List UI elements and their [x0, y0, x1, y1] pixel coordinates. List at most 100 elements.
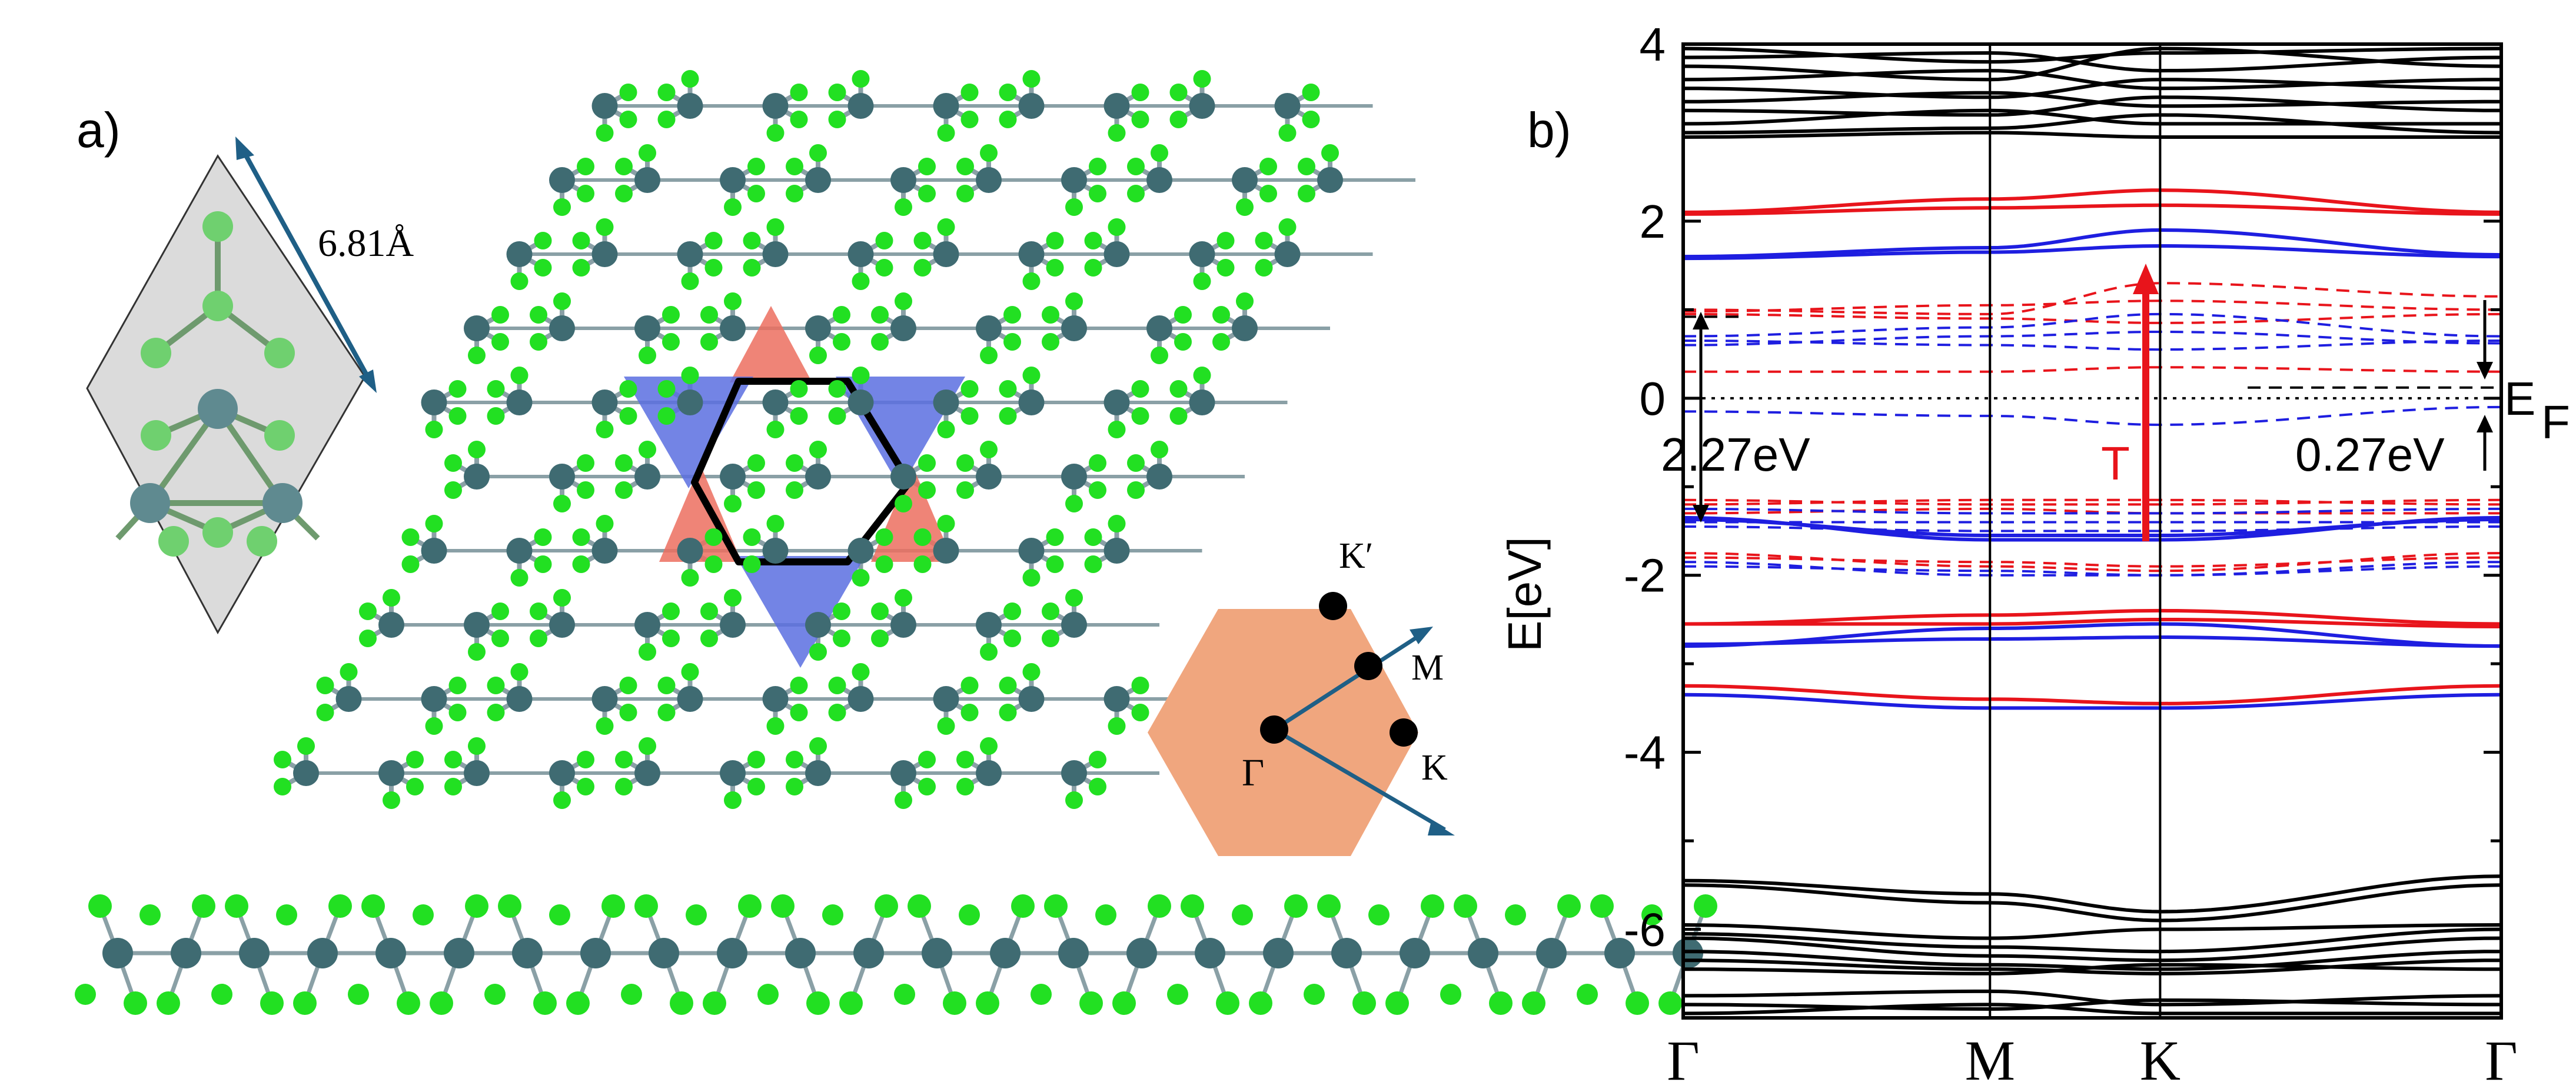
halide-atom: [596, 515, 614, 532]
gamma-point: [1260, 715, 1288, 744]
y-tick-label: -6: [1624, 904, 1666, 956]
band-line: [1683, 927, 2501, 954]
halide-atom: [1108, 218, 1126, 236]
halide-atom: [1193, 272, 1211, 290]
halide-atom: [274, 751, 291, 768]
halide-atom: [786, 751, 803, 768]
halide-atom: [1193, 70, 1211, 88]
halide-atom: [956, 454, 974, 472]
band-line: [1683, 405, 2501, 427]
chain-halide-atom: [806, 991, 830, 1015]
metal-atom: [1146, 167, 1172, 193]
chain-halide-atom: [894, 984, 915, 1005]
halide-atom: [960, 677, 979, 694]
cell-halide-atom: [202, 211, 233, 242]
halide-atom: [999, 84, 1017, 101]
metal-atom: [421, 538, 447, 564]
halide-atom: [1174, 333, 1192, 351]
metal-atom: [591, 93, 618, 119]
brillouin-zone: Γ M K K′: [1148, 536, 1455, 856]
halide-atom: [1236, 292, 1254, 310]
band-line: [1683, 228, 2501, 259]
halide-atom: [468, 441, 486, 458]
chain-halide-atom: [686, 904, 707, 925]
halide-atom: [448, 677, 467, 694]
metal-atom: [634, 464, 660, 490]
halide-atom: [1108, 124, 1126, 142]
lattice-arrow: [239, 146, 373, 384]
halide-atom: [999, 407, 1017, 425]
metal-atom: [720, 760, 746, 786]
halide-atom: [577, 751, 594, 768]
halide-atom: [468, 737, 486, 755]
halide-atom: [766, 515, 785, 532]
halide-atom: [790, 704, 808, 721]
halide-atom: [960, 380, 979, 398]
chain-metal-atom: [990, 938, 1021, 968]
metal-atom: [1146, 315, 1172, 341]
metal-atom: [805, 760, 831, 786]
halide-atom: [999, 677, 1017, 694]
halide-atom: [1131, 84, 1149, 101]
lattice-atoms: [274, 70, 1343, 809]
halide-atom: [852, 569, 870, 587]
halide-atom: [657, 407, 676, 425]
metal-atom: [720, 167, 746, 193]
halide-atom: [444, 751, 462, 768]
halide-atom: [786, 778, 803, 795]
metal-atom: [890, 760, 916, 786]
kagome-hexagon: [691, 378, 913, 565]
halide-atom: [1255, 232, 1273, 249]
y-tick-label: -4: [1624, 727, 1666, 779]
chain-metal-atom: [1536, 938, 1567, 968]
halide-atom: [553, 495, 571, 512]
halide-atom: [448, 704, 467, 721]
metal-atom: [976, 760, 1002, 786]
halide-atom: [828, 704, 846, 721]
chain-halide-atom: [1385, 991, 1409, 1015]
halide-atom: [999, 704, 1017, 721]
halide-atom: [510, 272, 529, 290]
halide-atom: [577, 481, 594, 499]
metal-atom: [335, 686, 362, 712]
halide-atom: [743, 259, 761, 277]
halide-atom: [1302, 111, 1320, 128]
side-view-structure: [75, 894, 1717, 1015]
halide-atom: [895, 198, 912, 216]
halide-atom: [743, 555, 761, 573]
halide-atom: [956, 778, 974, 795]
metal-atom: [1018, 93, 1045, 119]
chain-metal-atom: [1468, 938, 1498, 968]
halide-atom: [1259, 158, 1277, 175]
halide-atom: [913, 259, 932, 277]
metal-atom: [464, 315, 490, 341]
halide-atom: [786, 481, 803, 499]
chain-halide-atom: [1694, 894, 1717, 918]
halide-atom: [1022, 70, 1041, 88]
halide-atom: [491, 630, 509, 647]
halide-atom: [359, 602, 377, 620]
halide-atom: [1216, 259, 1235, 277]
metal-atom: [634, 315, 660, 341]
metal-atom: [890, 464, 916, 490]
band-line: [1683, 608, 2501, 626]
chain-halide-atom: [192, 894, 215, 918]
halide-atom: [534, 259, 552, 277]
halide-atom: [875, 259, 893, 277]
halide-atom: [316, 677, 334, 694]
metal-atom: [1103, 241, 1130, 267]
halide-atom: [960, 84, 979, 101]
halide-atom: [1216, 232, 1235, 249]
halide-atom: [615, 481, 633, 499]
halide-atom: [491, 602, 509, 620]
halide-atom: [1169, 84, 1188, 101]
halide-atom: [833, 630, 850, 647]
metal-atom: [762, 241, 789, 267]
halide-atom: [577, 454, 594, 472]
halide-atom: [1046, 259, 1064, 277]
halide-atom: [491, 306, 509, 324]
halide-atom: [572, 555, 590, 573]
band-line: [1683, 366, 2501, 373]
